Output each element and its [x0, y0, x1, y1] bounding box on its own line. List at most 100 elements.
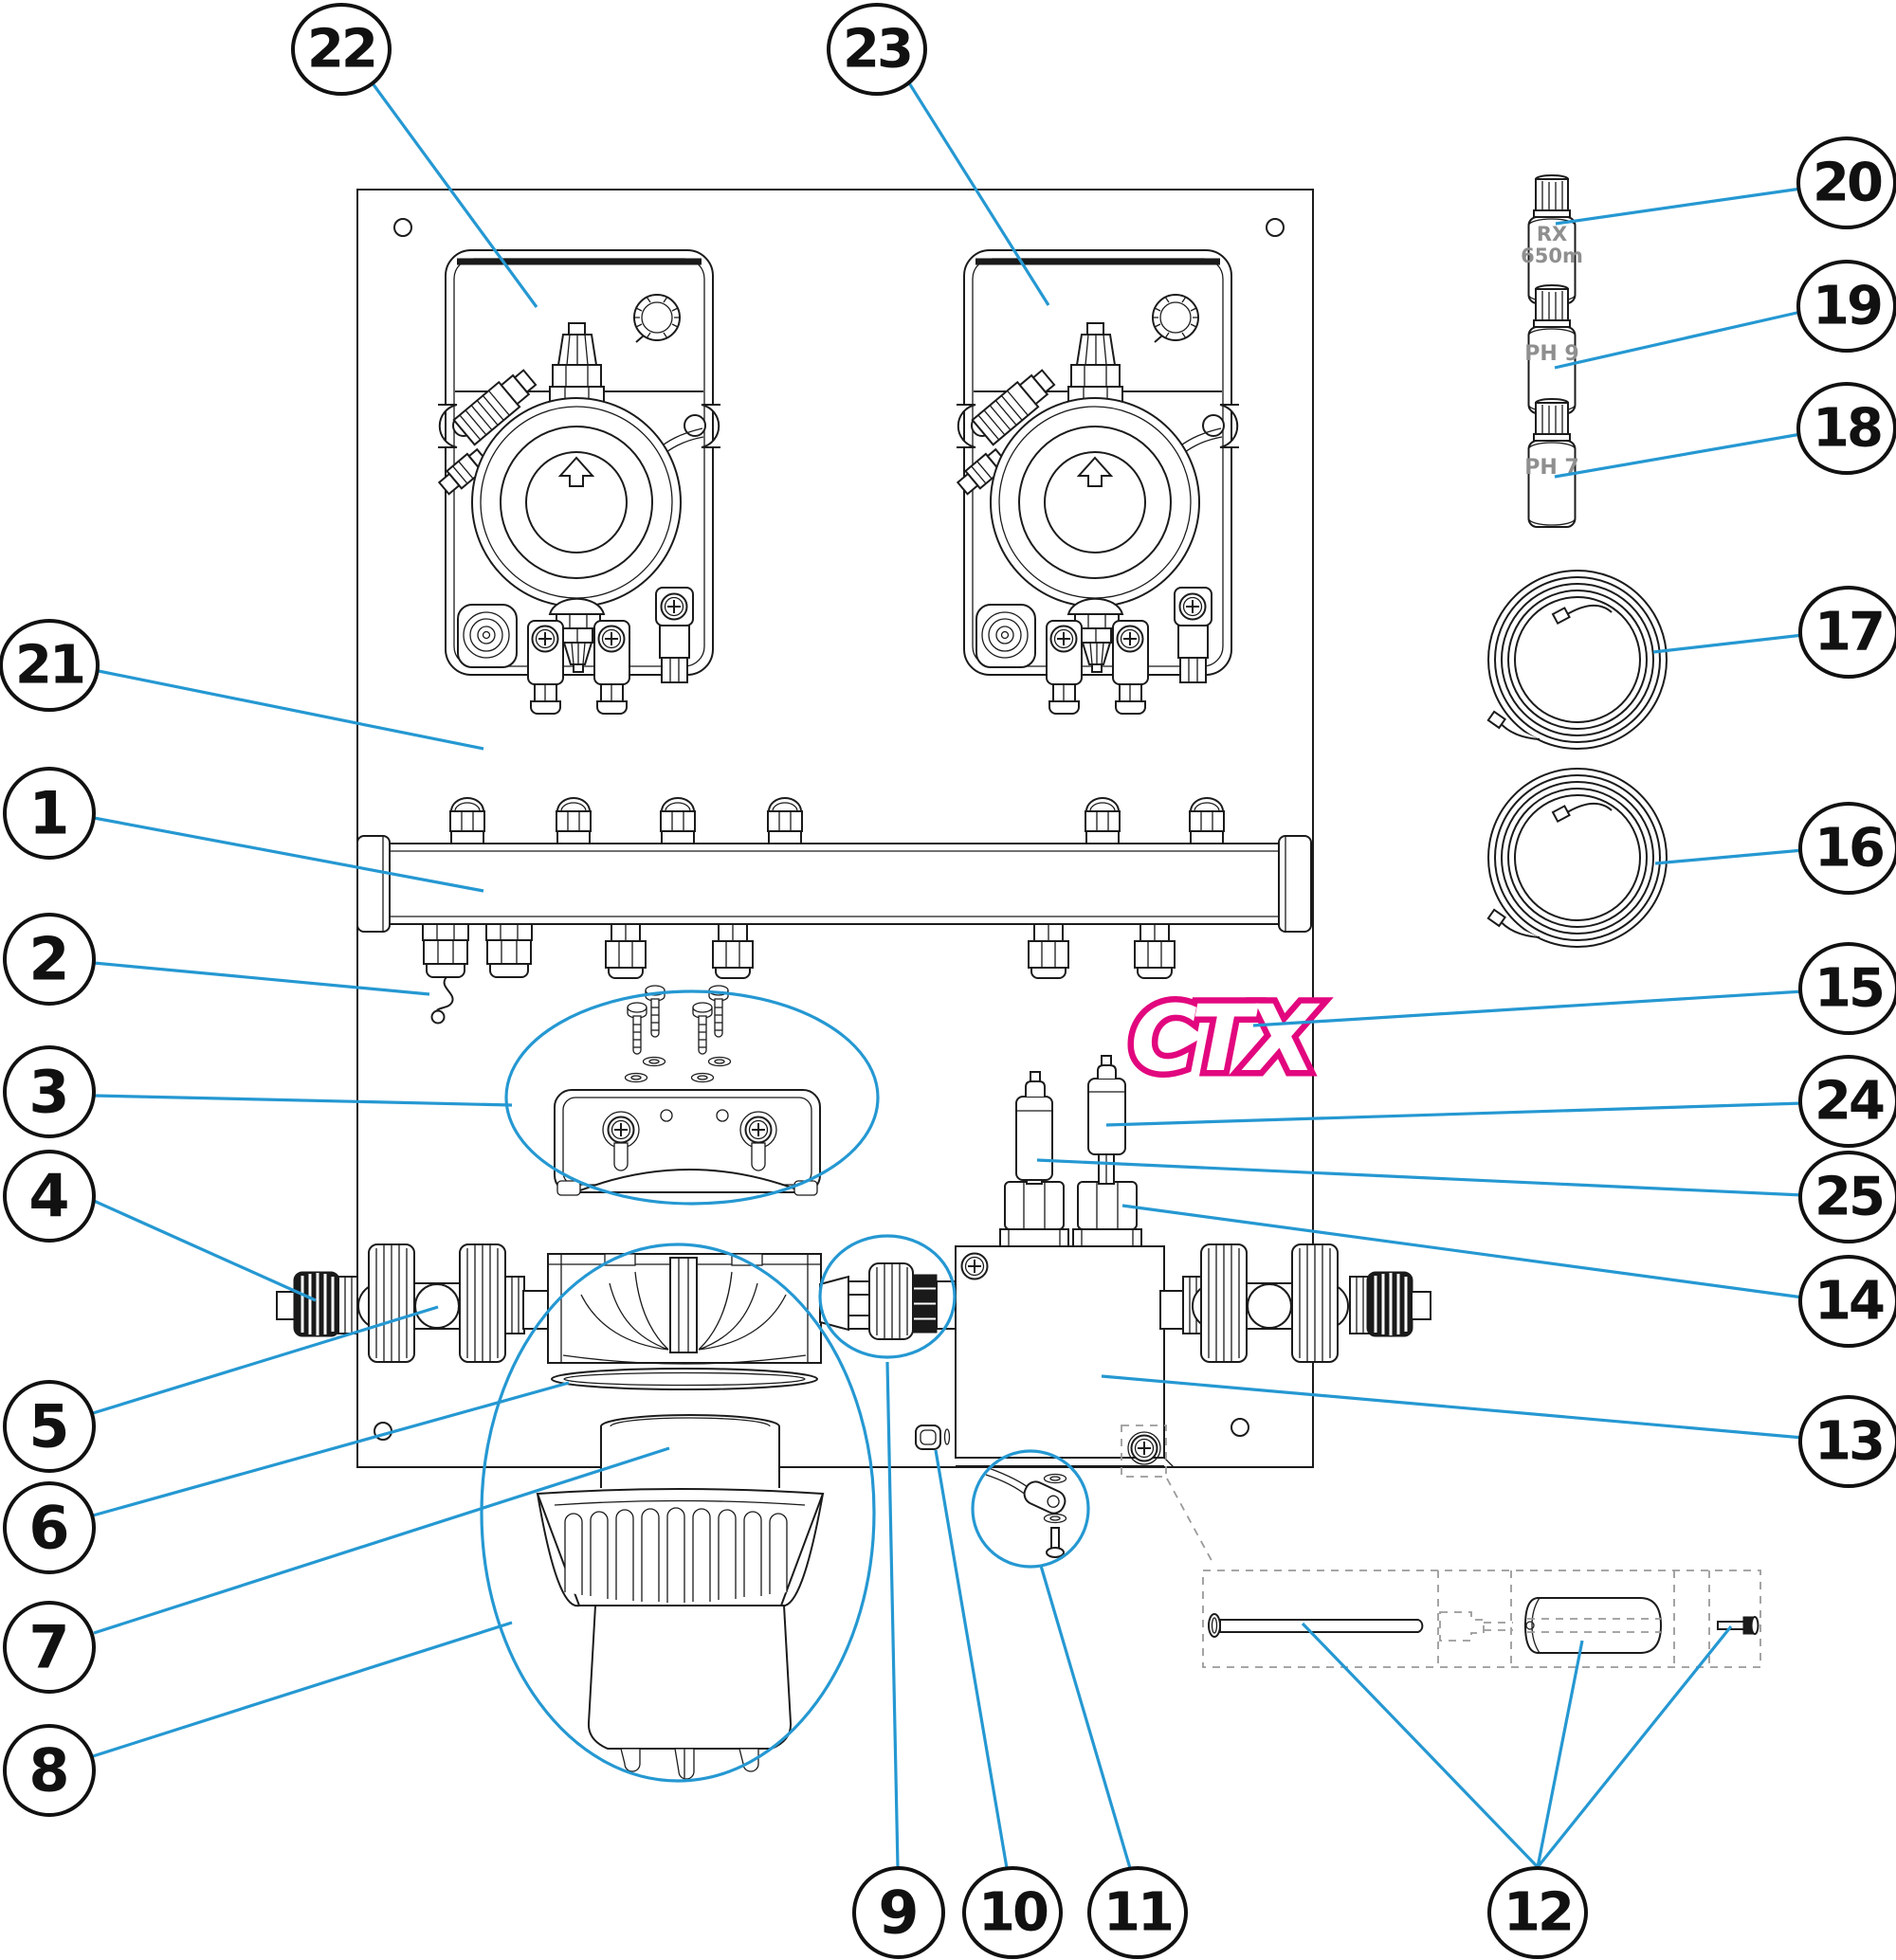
callout-circle	[3, 1601, 96, 1694]
callout-9: 9	[852, 1361, 945, 1959]
electrode-cartridge	[1523, 1597, 1663, 1654]
callout-number: 19	[1813, 276, 1881, 337]
callout-number: 15	[1814, 958, 1883, 1020]
callout-circle	[1798, 586, 1896, 679]
callout-19: 19	[1554, 260, 1896, 370]
callout-number: 21	[15, 635, 83, 697]
leader-line	[1536, 1640, 1584, 1868]
callout-6: 6	[3, 1381, 570, 1574]
o-ring	[551, 1368, 818, 1390]
leader-line	[93, 1094, 513, 1107]
callout-number: 8	[28, 1736, 69, 1806]
leader-line	[1105, 1101, 1804, 1127]
callout-number: 3	[28, 1058, 69, 1127]
leader-line	[1554, 310, 1802, 370]
leader-line	[1654, 848, 1804, 865]
valve-knob-cap	[292, 1270, 341, 1338]
callout-circle	[1798, 1055, 1896, 1148]
callout-number: 14	[1814, 1271, 1884, 1333]
bottle-label: PH 9	[1524, 342, 1579, 366]
leader-line	[92, 1305, 439, 1415]
callout-circle	[1798, 1395, 1896, 1488]
callout-number: 25	[1814, 1167, 1883, 1228]
leader-line	[93, 1199, 317, 1302]
callout-number: 2	[28, 925, 69, 994]
leader-line	[1652, 633, 1804, 654]
detail-ellipse-union-detail	[818, 1234, 957, 1359]
callout-14: 14	[1121, 1204, 1896, 1348]
callout-circle	[1796, 260, 1896, 353]
callout-circle	[1796, 382, 1896, 475]
injection-tube	[430, 976, 454, 1025]
panel-hole	[1266, 218, 1285, 237]
flow-sensor-housing	[547, 1253, 822, 1365]
callout-circle	[0, 619, 100, 712]
probe-holders	[999, 1181, 1142, 1247]
callout-number: 9	[878, 1878, 919, 1948]
callout-number: 20	[1813, 153, 1882, 214]
connector-outline	[1439, 1611, 1513, 1642]
callout-number: 18	[1813, 398, 1881, 460]
filter-glass	[600, 1414, 780, 1488]
leader-line	[93, 816, 484, 893]
detail-ellipse-ground-wire-detail	[971, 1449, 1090, 1569]
callout-number: 23	[843, 19, 911, 81]
bottle-label: 650m	[1521, 245, 1583, 267]
callout-circle	[1798, 802, 1896, 895]
callout-1: 1	[3, 767, 484, 893]
leader-line	[1555, 187, 1802, 226]
saddle-clamp	[554, 1089, 821, 1196]
detail-ellipse-bracket-detail	[504, 989, 880, 1206]
leader-line	[92, 1621, 513, 1758]
union-coupling	[819, 1262, 957, 1340]
callout-number: 16	[1814, 818, 1883, 880]
leader-line	[1121, 1204, 1804, 1299]
annotation-layer	[480, 989, 1215, 1783]
callout-circle	[1087, 1866, 1188, 1959]
leader-line	[885, 1361, 900, 1868]
panel-hole	[1231, 1418, 1249, 1437]
tubing-coil-top	[1486, 570, 1668, 750]
tubing-coil-bottom	[1486, 768, 1668, 948]
callout-number: 11	[1103, 1882, 1172, 1944]
callout-12: 12	[1301, 1622, 1733, 1959]
callout-17: 17	[1652, 586, 1896, 679]
callout-16: 16	[1654, 802, 1896, 895]
detail-ellipse-filter-detail	[480, 1243, 876, 1783]
callout-13: 13	[1101, 1374, 1896, 1488]
bottle-label: RX	[1537, 223, 1567, 245]
small-screw	[1717, 1616, 1759, 1635]
cleaning-rod	[1208, 1613, 1424, 1638]
clamp-bracket-group	[554, 985, 821, 1196]
calibration-bottle-rx: RX 650m	[1521, 174, 1583, 304]
analysis-cell-box	[955, 1245, 1175, 1478]
filter-bowl	[587, 1605, 793, 1750]
leader-line	[1036, 1158, 1804, 1197]
callout-circle	[3, 1380, 96, 1473]
callout-circle	[3, 1481, 96, 1574]
leader-line	[93, 668, 484, 751]
callout-circle	[3, 913, 96, 1006]
callout-20: 20	[1555, 136, 1896, 229]
callout-18: 18	[1554, 382, 1896, 479]
screw-detail-zone	[1121, 1425, 1167, 1478]
callout-circle	[827, 3, 927, 96]
callout-number: 17	[1814, 602, 1883, 663]
dosing-pump-left	[437, 250, 720, 714]
callout-10: 10	[934, 1449, 1063, 1959]
callout-22: 22	[291, 3, 538, 308]
callout-circle	[1798, 942, 1896, 1035]
leader-line	[92, 1381, 570, 1517]
callout-24: 24	[1105, 1055, 1896, 1148]
callout-circle	[1798, 1151, 1896, 1243]
callout-circle	[3, 1150, 96, 1243]
callout-21: 21	[0, 619, 484, 751]
callout-4: 4	[3, 1150, 317, 1302]
callout-number: 12	[1504, 1882, 1572, 1944]
brand-logo: CTX	[1124, 980, 1333, 1098]
callout-25: 25	[1036, 1151, 1896, 1243]
calibration-bottle-ph9: PH 9	[1524, 284, 1579, 414]
leader-line	[906, 81, 1050, 306]
